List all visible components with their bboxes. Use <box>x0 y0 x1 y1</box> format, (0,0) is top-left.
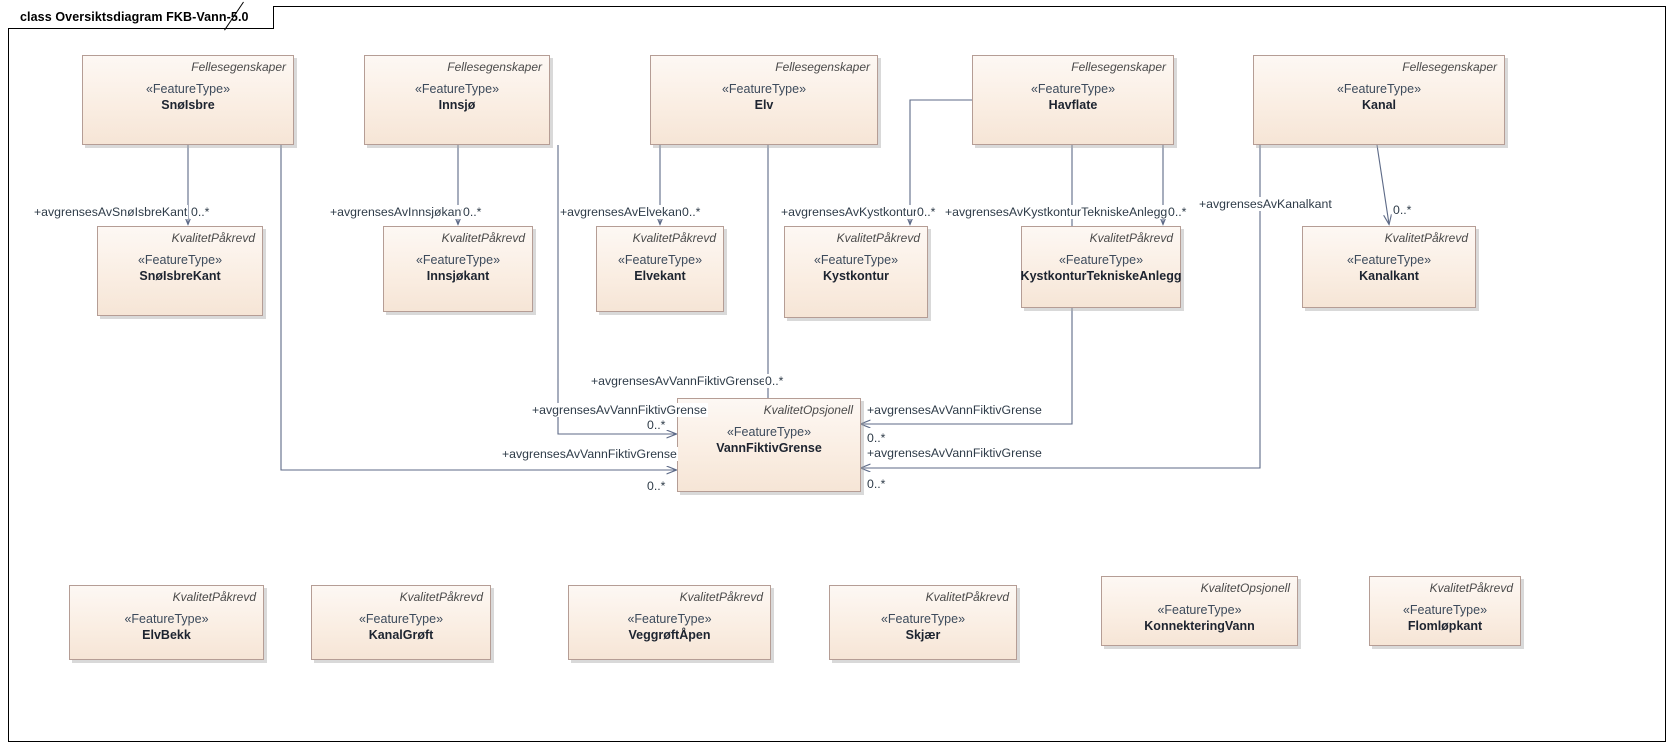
class-box-havflate[interactable]: Fellesegenskaper «FeatureType» Havflate <box>972 55 1174 145</box>
class-stereotype: «FeatureType» <box>1157 603 1242 617</box>
assoc-role-a5: +avgrensesAvKystkonturTekniskeAnlegg <box>944 205 1169 219</box>
assoc-mult-a11: 0..* <box>866 477 887 491</box>
class-box-elvbekk[interactable]: KvalitetPåkrevd «FeatureType» ElvBekk <box>69 585 264 660</box>
assoc-mult-a1: 0..* <box>190 205 211 219</box>
class-box-kanalgroft[interactable]: KvalitetPåkrevd «FeatureType» KanalGrøft <box>311 585 491 660</box>
class-namespace: Fellesegenskaper <box>191 60 286 74</box>
class-box-snoisbre[interactable]: Fellesegenskaper «FeatureType» SnøIsbre <box>82 55 294 145</box>
class-name: KonnekteringVann <box>1144 619 1255 633</box>
class-namespace: KvalitetPåkrevd <box>925 590 1009 604</box>
class-namespace: KvalitetPåkrevd <box>1384 231 1468 245</box>
class-stereotype: «FeatureType» <box>627 612 712 626</box>
assoc-mult-a8: 0..* <box>646 418 667 432</box>
class-box-kanal[interactable]: Fellesegenskaper «FeatureType» Kanal <box>1253 55 1505 145</box>
class-box-kanalkant[interactable]: KvalitetPåkrevd «FeatureType» Kanalkant <box>1302 226 1476 308</box>
assoc-mult-a3: 0..* <box>681 205 702 219</box>
class-name: Elv <box>754 98 774 112</box>
class-namespace: Fellesegenskaper <box>775 60 870 74</box>
class-box-flomlopkant[interactable]: KvalitetPåkrevd «FeatureType» Flomløpkan… <box>1369 576 1521 646</box>
class-stereotype: «FeatureType» <box>414 82 500 96</box>
class-stereotype: «FeatureType» <box>813 253 899 267</box>
assoc-role-a11: +avgrensesAvVannFiktivGrense <box>866 446 1043 460</box>
class-stereotype: «FeatureType» <box>124 612 209 626</box>
class-namespace: KvalitetPåkrevd <box>1089 231 1173 245</box>
class-name: Kystkontur <box>823 269 889 283</box>
class-stereotype: «FeatureType» <box>137 253 223 267</box>
tab-slant-decoration <box>251 6 273 28</box>
assoc-mult-a7: 0..* <box>764 374 785 388</box>
class-stereotype: «FeatureType» <box>721 82 807 96</box>
class-stereotype: «FeatureType» <box>415 253 501 267</box>
class-namespace: KvalitetPåkrevd <box>171 231 255 245</box>
class-name: SnøIsbreKant <box>139 269 221 283</box>
class-stereotype: «FeatureType» <box>617 253 703 267</box>
class-name: SnøIsbre <box>161 98 215 112</box>
assoc-mult-a9: 0..* <box>646 479 667 493</box>
class-name: VannFiktivGrense <box>716 441 822 455</box>
assoc-role-a8: +avgrensesAvVannFiktivGrense <box>531 403 708 417</box>
class-namespace: KvalitetPåkrevd <box>632 231 716 245</box>
assoc-mult-a4: 0..* <box>916 205 937 219</box>
class-name: Havflate <box>1048 98 1098 112</box>
class-stereotype: «FeatureType» <box>880 612 966 626</box>
class-stereotype: «FeatureType» <box>358 612 444 626</box>
assoc-role-a3: +avgrensesAvElvekant <box>559 205 687 219</box>
assoc-mult-a6: 0..* <box>1392 203 1413 217</box>
class-namespace: KvalitetPåkrevd <box>836 231 920 245</box>
class-box-elvekant[interactable]: KvalitetPåkrevd «FeatureType» Elvekant <box>596 226 724 312</box>
class-namespace: KvalitetPåkrevd <box>172 590 256 604</box>
class-name: KanalGrøft <box>368 628 434 642</box>
class-stereotype: «FeatureType» <box>1058 253 1144 267</box>
class-namespace: Fellesegenskaper <box>1071 60 1166 74</box>
class-stereotype: «FeatureType» <box>1402 603 1488 617</box>
class-stereotype: «FeatureType» <box>145 82 231 96</box>
diagram-title-tab: class Oversiktsdiagram FKB-Vann-5.0 <box>8 6 274 29</box>
class-stereotype: «FeatureType» <box>1336 82 1422 96</box>
class-stereotype: «FeatureType» <box>726 425 812 439</box>
assoc-role-a2: +avgrensesAvInnsjøkant <box>329 205 466 219</box>
assoc-mult-a5: 0..* <box>1167 205 1188 219</box>
class-box-elv[interactable]: Fellesegenskaper «FeatureType» Elv <box>650 55 878 145</box>
class-box-skjaer[interactable]: KvalitetPåkrevd «FeatureType» Skjær <box>829 585 1017 660</box>
class-name: KystkonturTekniskeAnlegg <box>1020 269 1182 283</box>
diagram-title: class Oversiktsdiagram FKB-Vann-5.0 <box>20 10 249 24</box>
class-name: Skjær <box>905 628 941 642</box>
class-name: Innsjøkant <box>426 269 490 283</box>
assoc-role-a1: +avgrensesAvSnøIsbreKant <box>33 205 189 219</box>
class-box-snoisbrekant[interactable]: KvalitetPåkrevd «FeatureType» SnøIsbreKa… <box>97 226 263 316</box>
class-namespace: KvalitetPåkrevd <box>441 231 525 245</box>
assoc-mult-a2: 0..* <box>462 205 483 219</box>
class-namespace: Fellesegenskaper <box>1402 60 1497 74</box>
class-name: ElvBekk <box>142 628 191 642</box>
class-name: VeggrøftÅpen <box>628 628 711 642</box>
class-name: Kanalkant <box>1359 269 1419 283</box>
assoc-role-a10: +avgrensesAvVannFiktivGrense <box>866 403 1043 417</box>
assoc-role-a4: +avgrensesAvKystkontur <box>780 205 919 219</box>
class-name: Elvekant <box>634 269 686 283</box>
class-namespace: KvalitetOpsjonell <box>763 403 853 417</box>
class-namespace: KvalitetPåkrevd <box>679 590 763 604</box>
assoc-role-a9: +avgrensesAvVannFiktivGrense <box>501 447 678 461</box>
class-box-kystkonturtekniskeanlegg[interactable]: KvalitetPåkrevd «FeatureType» Kystkontur… <box>1021 226 1181 308</box>
class-namespace: Fellesegenskaper <box>447 60 542 74</box>
class-name: Kanal <box>1361 98 1397 112</box>
class-box-innsjokant[interactable]: KvalitetPåkrevd «FeatureType» Innsjøkant <box>383 226 533 312</box>
class-namespace: KvalitetPåkrevd <box>1429 581 1513 595</box>
class-namespace: KvalitetPåkrevd <box>399 590 483 604</box>
class-box-konnekteringvann[interactable]: KvalitetOpsjonell «FeatureType» Konnekte… <box>1101 576 1298 646</box>
assoc-role-a7: +avgrensesAvVannFiktivGrense <box>590 374 767 388</box>
class-box-veggroftapen[interactable]: KvalitetPåkrevd «FeatureType» VeggrøftÅp… <box>568 585 771 660</box>
class-namespace: KvalitetOpsjonell <box>1200 581 1290 595</box>
class-name: Flomløpkant <box>1407 619 1483 633</box>
class-box-innsjo[interactable]: Fellesegenskaper «FeatureType» Innsjø <box>364 55 550 145</box>
class-stereotype: «FeatureType» <box>1030 82 1116 96</box>
class-name: Innsjø <box>438 98 476 112</box>
assoc-mult-a10: 0..* <box>866 431 887 445</box>
class-box-kystkontur[interactable]: KvalitetPåkrevd «FeatureType» Kystkontur <box>784 226 928 318</box>
class-stereotype: «FeatureType» <box>1346 253 1432 267</box>
assoc-role-a6: +avgrensesAvKanalkant <box>1198 197 1333 211</box>
